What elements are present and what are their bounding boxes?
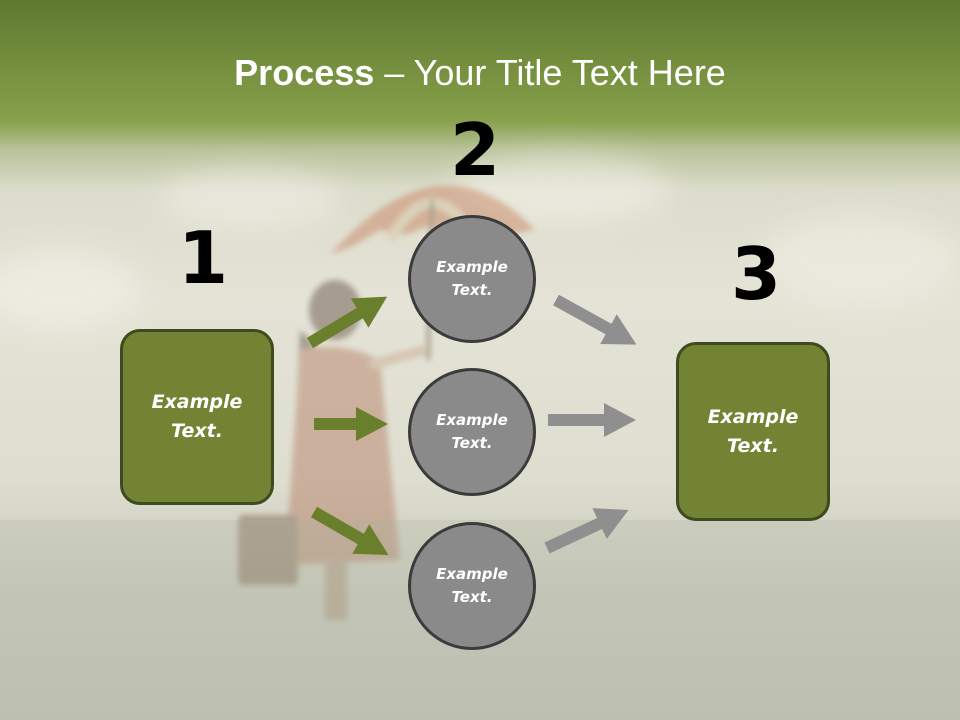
left-process-box: Example Text. <box>120 329 274 505</box>
circle-bottom-text: Example Text. <box>436 565 508 606</box>
title-bold: Process <box>234 52 375 93</box>
title-rest: – Your Title Text Here <box>374 52 726 93</box>
step-number-3: 3 <box>731 232 782 316</box>
right-process-box: Example Text. <box>676 342 830 521</box>
umbrella-figure <box>238 185 535 620</box>
step-number-2: 2 <box>450 108 501 192</box>
circle-bottom: Example Text. <box>408 522 536 650</box>
arrow-middle-to-right <box>548 403 636 437</box>
arrow-left-to-bottom <box>311 506 389 555</box>
slide-title: Process – Your Title Text Here <box>0 52 960 94</box>
circle-middle-text: Example Text. <box>436 411 508 452</box>
arrow-left-to-top <box>306 296 388 349</box>
left-box-text: Example Text. <box>151 391 243 442</box>
step-number-1: 1 <box>178 216 229 300</box>
arrow-top-to-right <box>553 294 637 345</box>
right-box-text: Example Text. <box>707 405 799 457</box>
circle-middle: Example Text. <box>408 368 536 496</box>
circle-top-text: Example Text. <box>436 258 508 299</box>
arrow-left-to-middle <box>314 407 388 441</box>
arrow-bottom-to-right <box>544 508 629 554</box>
circle-top: Example Text. <box>408 215 536 343</box>
